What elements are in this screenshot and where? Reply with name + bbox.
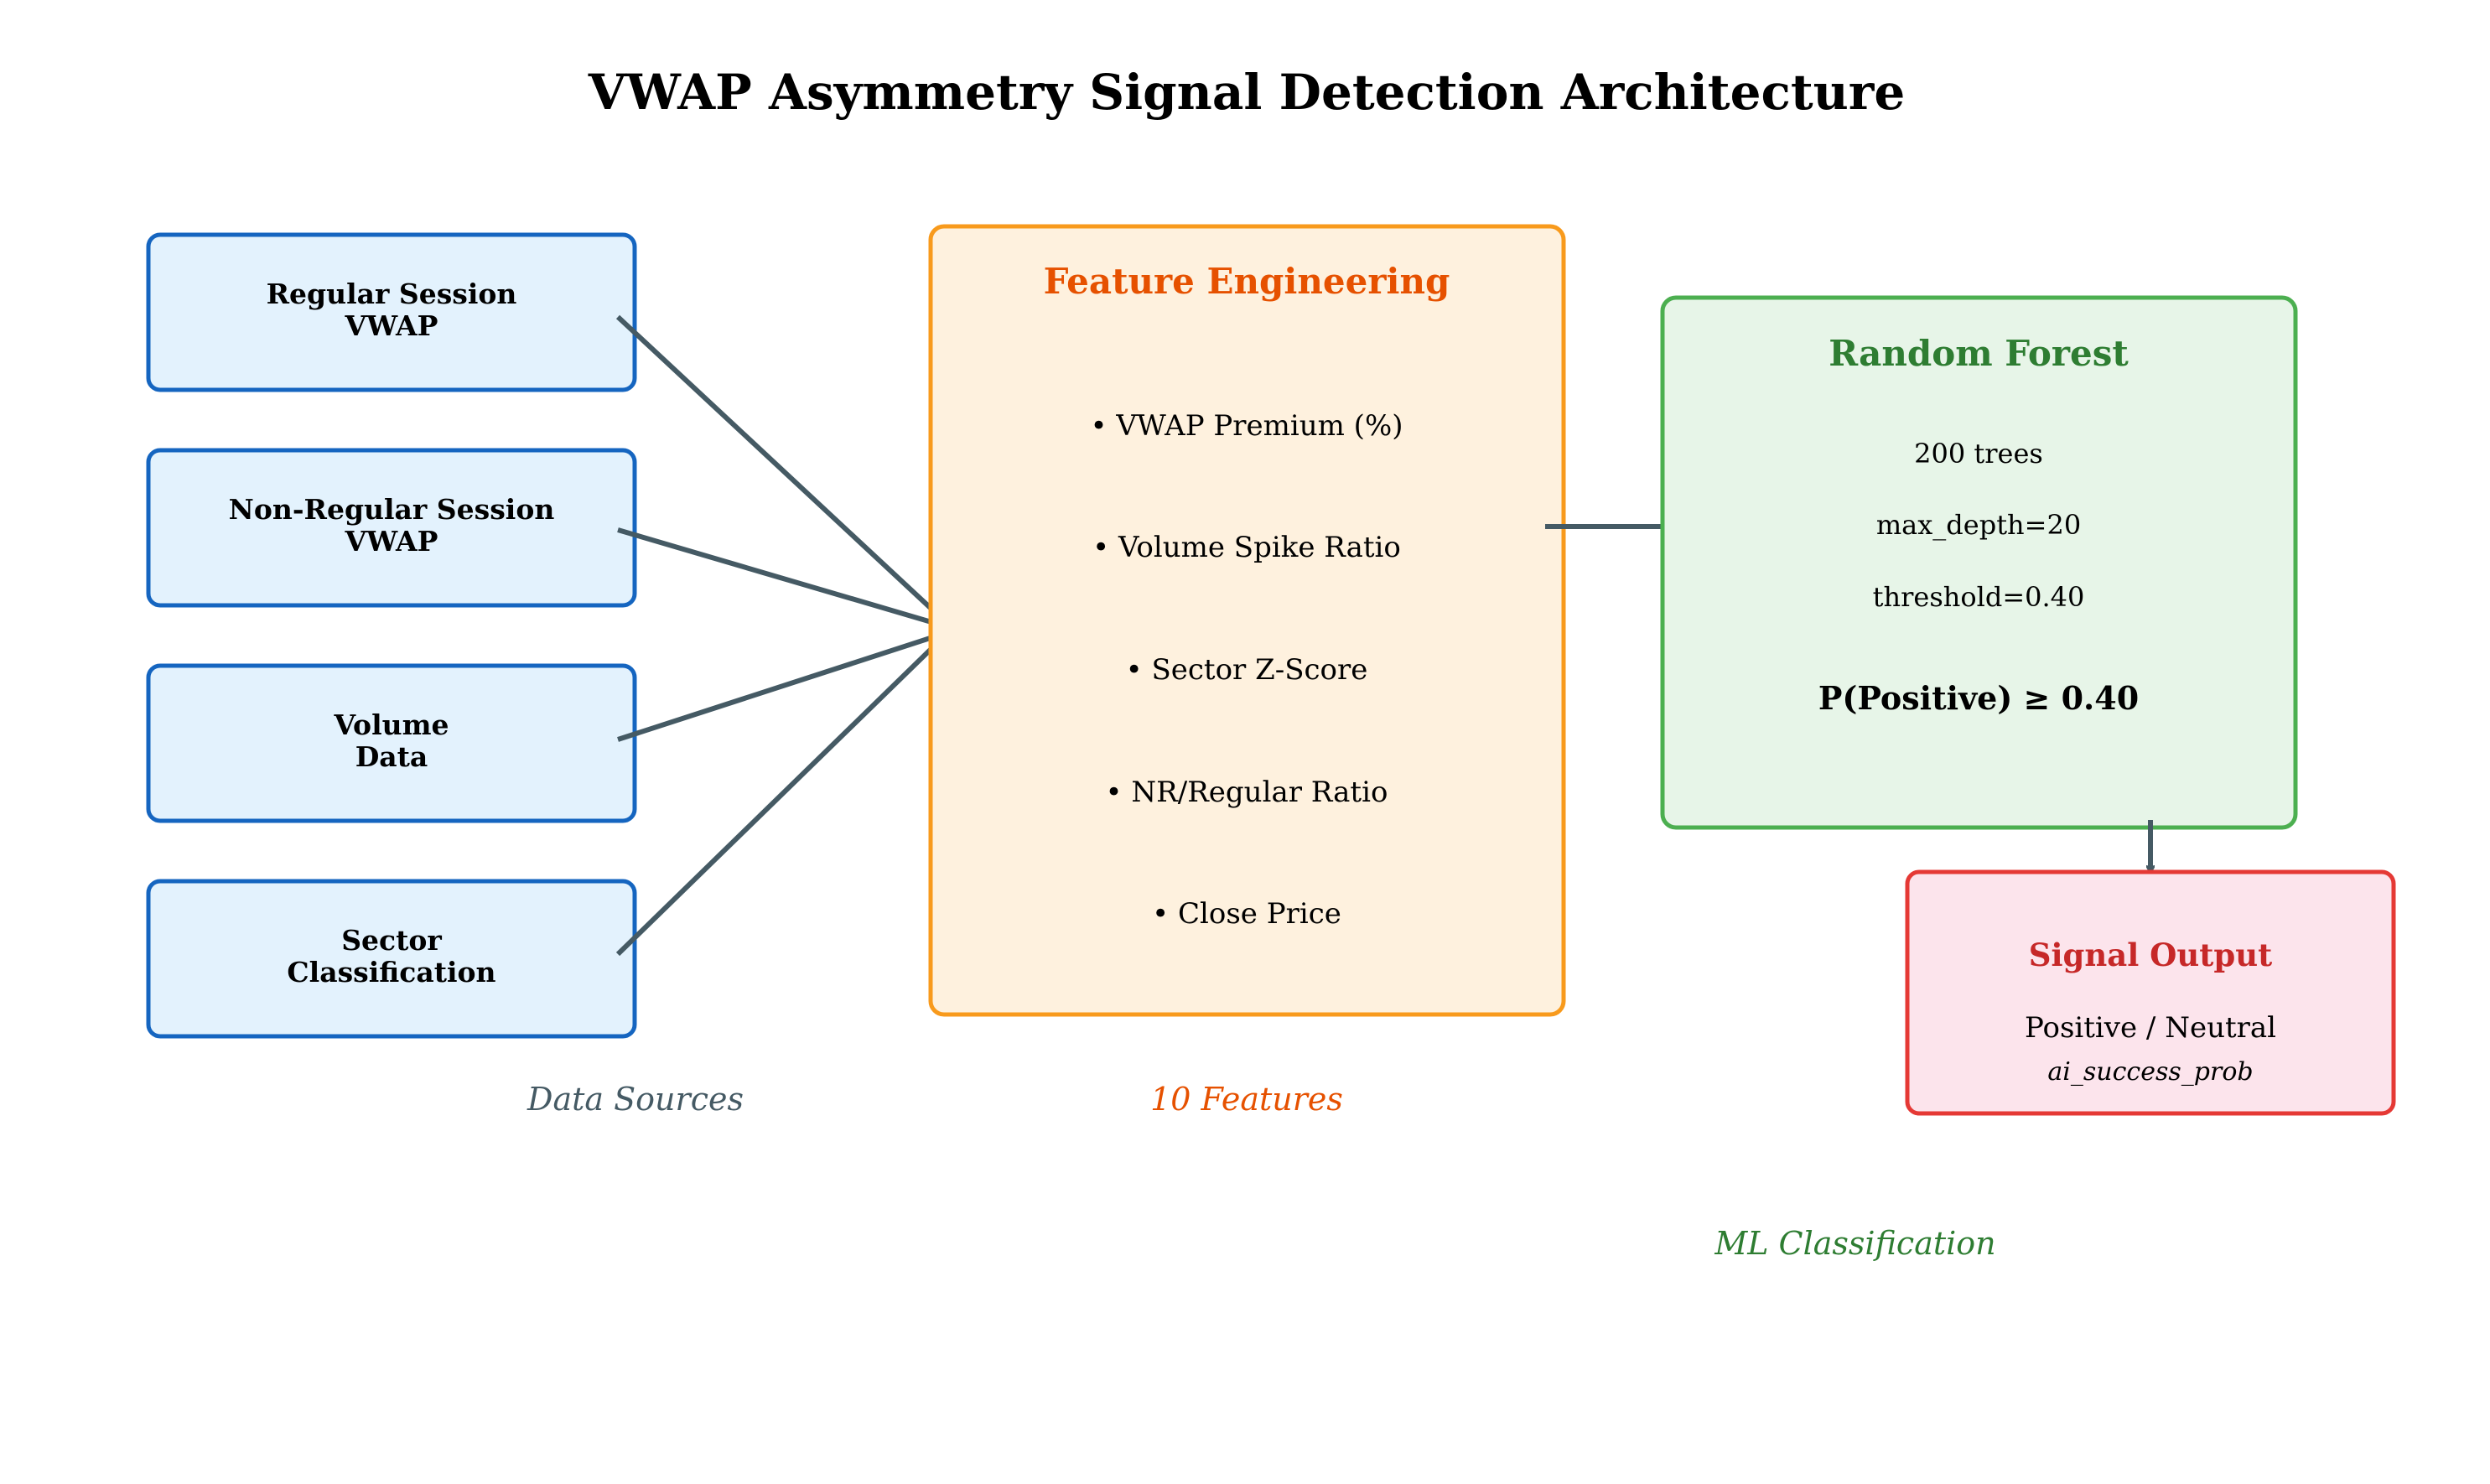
random-forest-title: Random Forest [1829, 333, 2129, 374]
source-label: Data [355, 740, 428, 773]
caption-feature-count: 10 Features [1150, 1081, 1343, 1118]
output-probability-field: ai_success_prob [2047, 1057, 2253, 1087]
source-label: Classification [287, 956, 495, 988]
feature-item: • Sector Z-Score [1126, 653, 1368, 687]
source-label: Regular Session [267, 278, 517, 310]
source-label: VWAP [345, 525, 438, 558]
signal-output-box: Signal Output Positive / Neutral ai_succ… [1905, 869, 2396, 1116]
diagram-title: VWAP Asymmetry Signal Detection Architec… [588, 64, 1906, 121]
source-label: Non-Regular Session [229, 493, 555, 526]
model-param-max-depth: max_depth=20 [1876, 509, 2081, 541]
arrow-sector-to-features [615, 635, 946, 957]
source-label: Sector [341, 924, 442, 957]
feature-item: • VWAP Premium (%) [1090, 409, 1403, 443]
feature-item: • Volume Spike Ratio [1092, 531, 1401, 564]
output-classes: Positive / Neutral [2025, 1011, 2276, 1045]
signal-output-title: Signal Output [2029, 937, 2273, 973]
source-label: VWAP [345, 309, 438, 342]
source-box-volume-data: Volume Data [146, 663, 637, 823]
model-param-trees: 200 trees [1914, 438, 2043, 470]
arrow-volume-to-features [617, 633, 946, 742]
caption-ml-classification: ML Classification [1714, 1225, 1995, 1262]
caption-data-sources: Data Sources [527, 1081, 744, 1118]
source-box-non-regular-vwap: Non-Regular Session VWAP [146, 448, 637, 608]
feature-engineering-title: Feature Engineering [1044, 261, 1450, 302]
random-forest-box: Random Forest 200 trees max_depth=20 thr… [1660, 295, 2298, 830]
source-box-sector-classification: Sector Classification [146, 879, 637, 1039]
feature-item: • Close Price [1152, 897, 1341, 931]
source-box-regular-vwap: Regular Session VWAP [146, 232, 637, 392]
feature-engineering-box: Feature Engineering • VWAP Premium (%) •… [928, 224, 1566, 1017]
arrow-regular-to-features [615, 314, 946, 622]
source-label: Volume [333, 708, 449, 741]
arrow-nonregular-to-features [617, 527, 946, 626]
model-param-threshold: threshold=0.40 [1873, 581, 2085, 613]
feature-item: • NR/Regular Ratio [1106, 776, 1388, 809]
decision-rule: P(Positive) ≥ 0.40 [1818, 679, 2139, 717]
